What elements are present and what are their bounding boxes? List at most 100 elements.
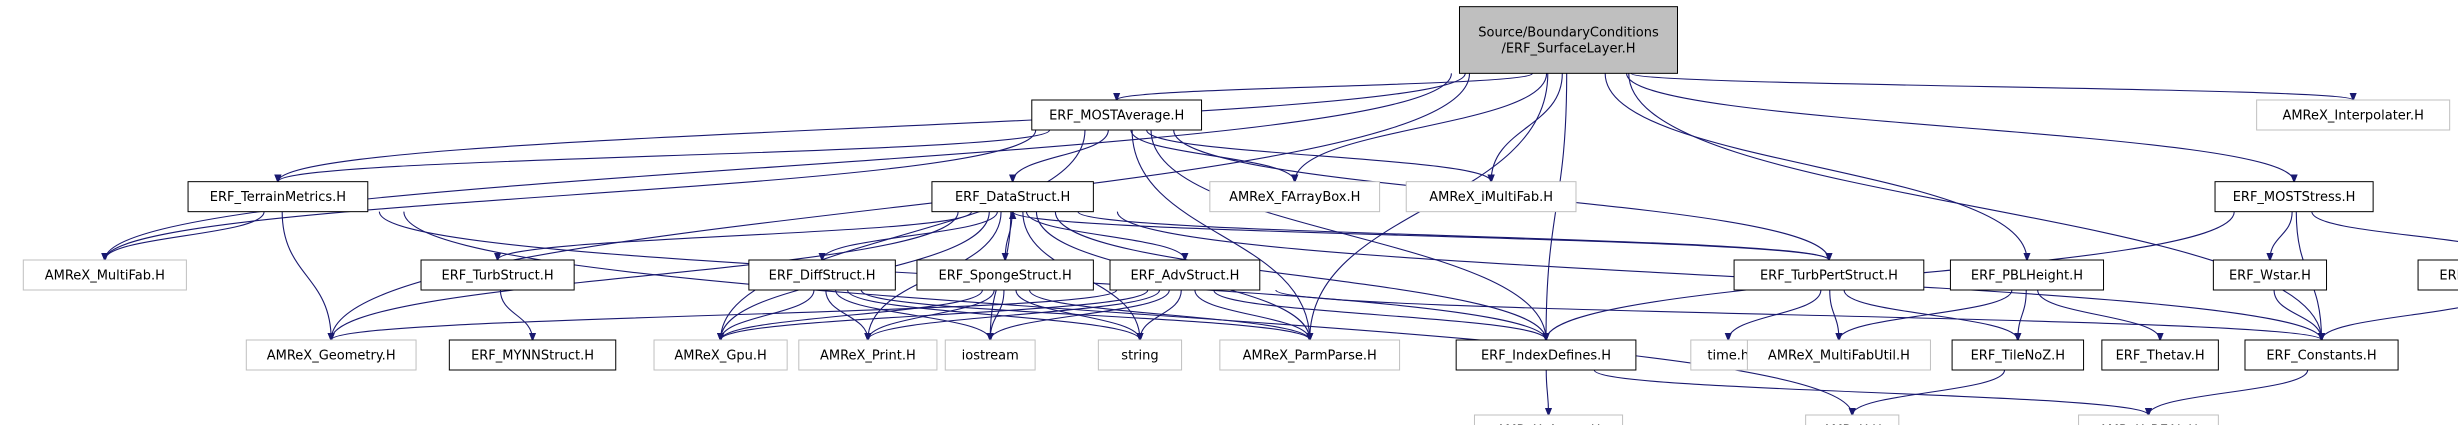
edge-indexdef-to-arena: [1546, 369, 1548, 415]
node-mostrough[interactable]: ERF_MOSTRoughness.H: [2417, 259, 2458, 291]
node-box-mostavg: [1031, 99, 1203, 131]
node-label-mynn: ERF_MYNNStruct.H: [471, 349, 594, 364]
node-tilenoz[interactable]: ERF_TileNoZ.H: [1951, 339, 2085, 371]
edge-pblheight-to-mfutil: [1839, 289, 2013, 340]
edge-advstruct-to-print: [868, 289, 1161, 340]
node-box-iostream: [944, 339, 1036, 371]
node-label-farray: AMReX_FArrayBox.H: [1229, 190, 1360, 205]
node-box-interp: [2256, 99, 2451, 131]
node-box-tilenoz: [1951, 339, 2085, 371]
node-pblheight[interactable]: ERF_PBLHeight.H: [1949, 259, 2105, 291]
node-gpu: AMReX_Gpu.H: [653, 339, 788, 371]
node-box-string: [1097, 339, 1183, 371]
node-box-geometry: [245, 339, 417, 371]
node-box-mostrough: [2417, 259, 2458, 291]
edge-mostavg-to-imultifab: [1146, 129, 1491, 182]
node-turbpert[interactable]: ERF_TurbPertStruct.H: [1733, 259, 1925, 291]
edge-root-to-mostavg: [1117, 72, 1533, 100]
node-label-spongestruct: ERF_SpongeStruct.H: [939, 269, 1072, 284]
edge-mostavg-to-datastruct: [1013, 129, 1109, 182]
edge-indexdef-to-real: [1593, 369, 2148, 415]
node-label-parmparse: AMReX_ParmParse.H: [1243, 349, 1377, 364]
edge-diffstruct-to-gpu: [721, 289, 815, 340]
node-wstar[interactable]: ERF_Wstar.H: [2212, 259, 2328, 291]
edge-mostavg-to-indexdef: [1150, 129, 1546, 340]
node-print: AMReX_Print.H: [798, 339, 938, 371]
edge-advstruct-to-gpu: [721, 289, 1149, 340]
edge-root-to-multifab: [105, 73, 1452, 260]
node-label-interp: AMReX_Interpolater.H: [2282, 109, 2423, 124]
edge-constants-to-real: [2148, 369, 2309, 415]
edge-advstruct-to-geometry: [331, 289, 1118, 340]
node-mostavg[interactable]: ERF_MOSTAverage.H: [1031, 99, 1203, 131]
node-label-geometry: AMReX_Geometry.H: [267, 349, 396, 364]
node-label-mostavg: ERF_MOSTAverage.H: [1049, 109, 1184, 124]
node-thetav[interactable]: ERF_Thetav.H: [2101, 339, 2219, 371]
edge-root-to-imultifab: [1491, 73, 1563, 181]
edge-root-to-moststress: [1625, 73, 2295, 181]
node-indexdef[interactable]: ERF_IndexDefines.H: [1455, 339, 1637, 371]
edge-turbpert-to-timeh: [1728, 289, 1822, 340]
node-box-advstruct: [1109, 259, 1261, 291]
node-label-terrain: ERF_TerrainMetrics.H: [210, 190, 346, 205]
edge-mostavg-to-farray: [1130, 129, 1295, 182]
edge-datastruct-to-advstruct: [1025, 211, 1184, 260]
node-interp: AMReX_Interpolater.H: [2256, 99, 2451, 131]
node-turbstruct[interactable]: ERF_TurbStruct.H: [420, 259, 575, 291]
node-amrexh: AMReX.H: [1805, 414, 1900, 425]
node-spongestruct[interactable]: ERF_SpongeStruct.H: [916, 259, 1094, 291]
node-constants[interactable]: ERF_Constants.H: [2244, 339, 2399, 371]
node-label-pblheight: ERF_PBLHeight.H: [1971, 269, 2083, 284]
node-advstruct[interactable]: ERF_AdvStruct.H: [1109, 259, 1261, 291]
node-box-print: [798, 339, 938, 371]
node-box-terrain: [187, 181, 369, 213]
edge-root-to-geometry: [331, 73, 1471, 340]
node-moststress[interactable]: ERF_MOSTStress.H: [2214, 181, 2374, 213]
node-datastruct[interactable]: ERF_DataStruct.H: [931, 181, 1094, 213]
edge-moststress-to-wstar: [2270, 211, 2293, 260]
node-label-turbpert: ERF_TurbPertStruct.H: [1760, 269, 1898, 284]
node-box-root: [1458, 6, 1678, 74]
edge-mostavg-to-parmparse: [1131, 129, 1310, 340]
edge-turbpert-to-mfutil: [1829, 289, 1839, 340]
node-box-spongestruct: [916, 259, 1094, 291]
node-multifab: AMReX_MultiFab.H: [22, 259, 187, 291]
node-label-constants: ERF_Constants.H: [2266, 349, 2376, 364]
edge-diffstruct-to-parmparse: [860, 289, 1310, 340]
node-box-indexdef: [1455, 339, 1637, 371]
node-box-pblheight: [1949, 259, 2105, 291]
node-label-gpu: AMReX_Gpu.H: [674, 349, 766, 364]
edge-turbstruct-to-mynn: [499, 289, 532, 340]
edge-advstruct-to-string: [1140, 289, 1182, 340]
node-box-turbpert: [1733, 259, 1925, 291]
edge-pblheight-to-thetav: [2037, 289, 2160, 340]
node-label-moststress: ERF_MOSTStress.H: [2233, 190, 2356, 205]
node-box-amrexh: [1805, 414, 1900, 425]
node-label-mostrough: ERF_MOSTRoughness.H: [2439, 269, 2458, 284]
node-root[interactable]: Source/BoundaryConditions/ERF_SurfaceLay…: [1458, 6, 1678, 74]
node-label-thetav: ERF_Thetav.H: [2116, 349, 2205, 364]
edge-terrain-to-amrexh: [403, 211, 1852, 415]
node-label-timeh: time.h: [1707, 349, 1749, 364]
node-box-parmparse: [1219, 339, 1401, 371]
node-label-multifab: AMReX_MultiFab.H: [45, 269, 165, 284]
edge-advstruct-to-constants: [1275, 289, 2322, 340]
node-label-amrexh: AMReX.H: [1823, 424, 1882, 425]
node-label-imultifab: AMReX_iMultiFab.H: [1429, 190, 1553, 205]
node-farray: AMReX_FArrayBox.H: [1209, 181, 1381, 213]
node-diffstruct[interactable]: ERF_DiffStruct.H: [748, 259, 896, 291]
edge-diffstruct-to-string: [846, 289, 1140, 340]
edge-turbpert-to-datastruct: [1013, 212, 1830, 261]
edge-spongestruct-to-gpu: [721, 289, 983, 340]
edge-diffstruct-to-iostream: [835, 289, 991, 340]
edge-root-to-pblheight: [1604, 73, 2027, 260]
node-mynn[interactable]: ERF_MYNNStruct.H: [448, 339, 617, 371]
node-box-mynn: [448, 339, 617, 371]
edge-root-to-terrain: [278, 73, 1466, 181]
node-terrain[interactable]: ERF_TerrainMetrics.H: [187, 181, 369, 213]
node-mfutil: AMReX_MultiFabUtil.H: [1746, 339, 1931, 371]
edge-advstruct-to-parmparse: [1194, 289, 1310, 340]
edge-terrain-to-geometry: [281, 211, 331, 340]
node-box-mfutil: [1746, 339, 1931, 371]
